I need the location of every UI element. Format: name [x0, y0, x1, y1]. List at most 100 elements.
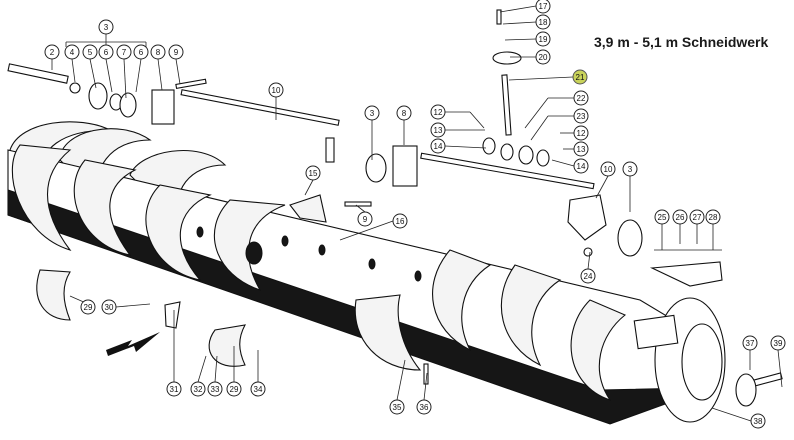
callout-label: 37: [746, 339, 755, 348]
callout-label: 38: [754, 417, 763, 426]
bolt: [175, 78, 207, 90]
tube-hole: [414, 270, 422, 282]
callout-label: 34: [254, 385, 263, 394]
callout-circle: [573, 90, 589, 106]
leader-line: [105, 58, 113, 93]
callout-c-16: 16: [392, 213, 408, 229]
callout-circle: [150, 44, 166, 60]
flange-disc: [617, 219, 643, 257]
callout-circle: [572, 69, 588, 85]
callout-label: 9: [363, 215, 368, 224]
left-shaft-parts: [7, 63, 418, 207]
flange-disc: [119, 92, 137, 118]
callout-c-5: 5: [82, 44, 98, 60]
callout-c-6a: 6: [98, 44, 114, 60]
callout-c-2: 2: [44, 44, 60, 60]
callout-circle: [166, 381, 182, 397]
callout-label: 8: [402, 109, 407, 118]
callout-c-10b: 10: [600, 161, 616, 177]
callout-c-3b: 3: [364, 105, 380, 121]
callout-circle: [580, 268, 596, 284]
segment-plate: [36, 269, 71, 321]
nut: [69, 82, 81, 94]
callout-label: 3: [370, 109, 375, 118]
callout-circle: [416, 399, 432, 415]
callout-circle: [689, 209, 705, 225]
tube-hole: [245, 241, 263, 265]
leader-line: [123, 58, 127, 99]
callout-label: 16: [396, 217, 405, 226]
callout-label: 3: [104, 23, 109, 32]
callout-c-20: 20: [535, 49, 551, 65]
loose-parts: [36, 269, 783, 407]
tube-hole: [196, 226, 204, 238]
callout-circle: [396, 105, 412, 121]
end-window: [633, 314, 679, 350]
callout-c-29a: 29: [80, 299, 96, 315]
leader-line: [595, 175, 609, 199]
callout-circle: [80, 299, 96, 315]
callout-circle: [226, 381, 242, 397]
leader-line: [71, 58, 76, 83]
callout-circle: [207, 381, 223, 397]
bushing: [482, 137, 496, 155]
leader-line: [777, 349, 783, 388]
callout-c-17: 17: [535, 0, 551, 14]
leader-line: [551, 159, 575, 167]
callout-circle: [392, 213, 408, 229]
callout-label: 9: [174, 48, 179, 57]
callout-c-9b: 9: [357, 211, 373, 227]
callout-c-29b: 29: [226, 381, 242, 397]
tube-hole: [281, 235, 289, 247]
callout-circle: [64, 44, 80, 60]
latch: [164, 301, 181, 329]
callout-c-30: 30: [101, 299, 117, 315]
callout-label: 10: [604, 165, 613, 174]
bearing-block: [151, 89, 175, 125]
flange-disc: [88, 82, 108, 110]
callout-label: 14: [434, 142, 443, 151]
callout-circle: [101, 299, 117, 315]
leader-line: [339, 220, 394, 241]
callout-circle: [535, 31, 551, 47]
callout-c-18: 18: [535, 14, 551, 30]
callout-label: 20: [539, 53, 548, 62]
auger-flight: [73, 159, 137, 256]
leader-line: [157, 58, 163, 91]
callout-circle: [573, 108, 589, 124]
callout-label: 5: [88, 48, 93, 57]
callout-label: 36: [420, 403, 429, 412]
callout-label: 25: [658, 213, 667, 222]
segment-plate: [208, 324, 247, 367]
callout-label: 28: [709, 213, 718, 222]
callout-c-36: 36: [416, 399, 432, 415]
callout-circle: [268, 82, 284, 98]
callout-c-24: 24: [580, 268, 596, 284]
callout-label: 29: [84, 303, 93, 312]
callout-label: 18: [539, 18, 548, 27]
auger-assembly: [7, 121, 726, 425]
callout-circle: [600, 161, 616, 177]
callout-label: 21: [576, 73, 585, 82]
callout-circle: [535, 14, 551, 30]
bearing-block: [392, 145, 418, 187]
callout-label: 12: [577, 129, 586, 138]
callout-circle: [573, 141, 589, 157]
callout-label: 4: [70, 48, 75, 57]
callout-label: 10: [272, 86, 281, 95]
leader-line: [530, 115, 549, 141]
leader-line: [711, 407, 752, 422]
callout-label: 32: [194, 385, 203, 394]
leader-line: [423, 372, 428, 401]
callout-label: 6: [104, 48, 109, 57]
callout-label: 31: [170, 385, 179, 394]
bushing: [500, 143, 514, 161]
callout-circle: [305, 165, 321, 181]
leader-line: [115, 303, 151, 308]
callout-circle: [770, 335, 786, 351]
long-shaft: [180, 89, 340, 126]
callout-circle: [535, 0, 551, 14]
callout-circle: [573, 125, 589, 141]
vertical-rod: [501, 74, 512, 136]
